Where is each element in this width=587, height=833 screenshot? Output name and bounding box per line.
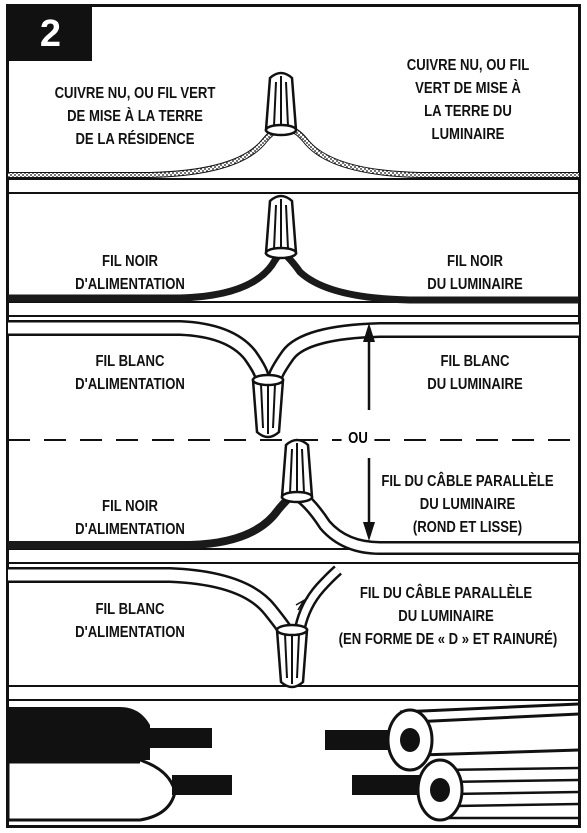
step-number-badge: 2 (9, 7, 92, 61)
ribbed-parallel-cable-connection (8, 565, 342, 689)
ground-wire-connection (8, 71, 579, 178)
wire-nut-icon (264, 194, 298, 260)
round-parallel-cable-connection (8, 438, 579, 555)
cable-ends-illustration (6, 702, 580, 822)
diagram-frame (6, 4, 581, 828)
or-divider-label: OU (341, 428, 375, 450)
wire-nut-icon (280, 438, 314, 504)
down-arrow-icon (363, 522, 375, 541)
up-arrow-icon (363, 323, 375, 342)
black-wire-connection (8, 194, 579, 304)
wire-nut-icon (251, 373, 285, 439)
white-wire-connection (8, 320, 579, 439)
panel-separators (7, 178, 580, 701)
wire-nut-icon (264, 71, 298, 137)
wire-nut-icon (275, 623, 309, 689)
